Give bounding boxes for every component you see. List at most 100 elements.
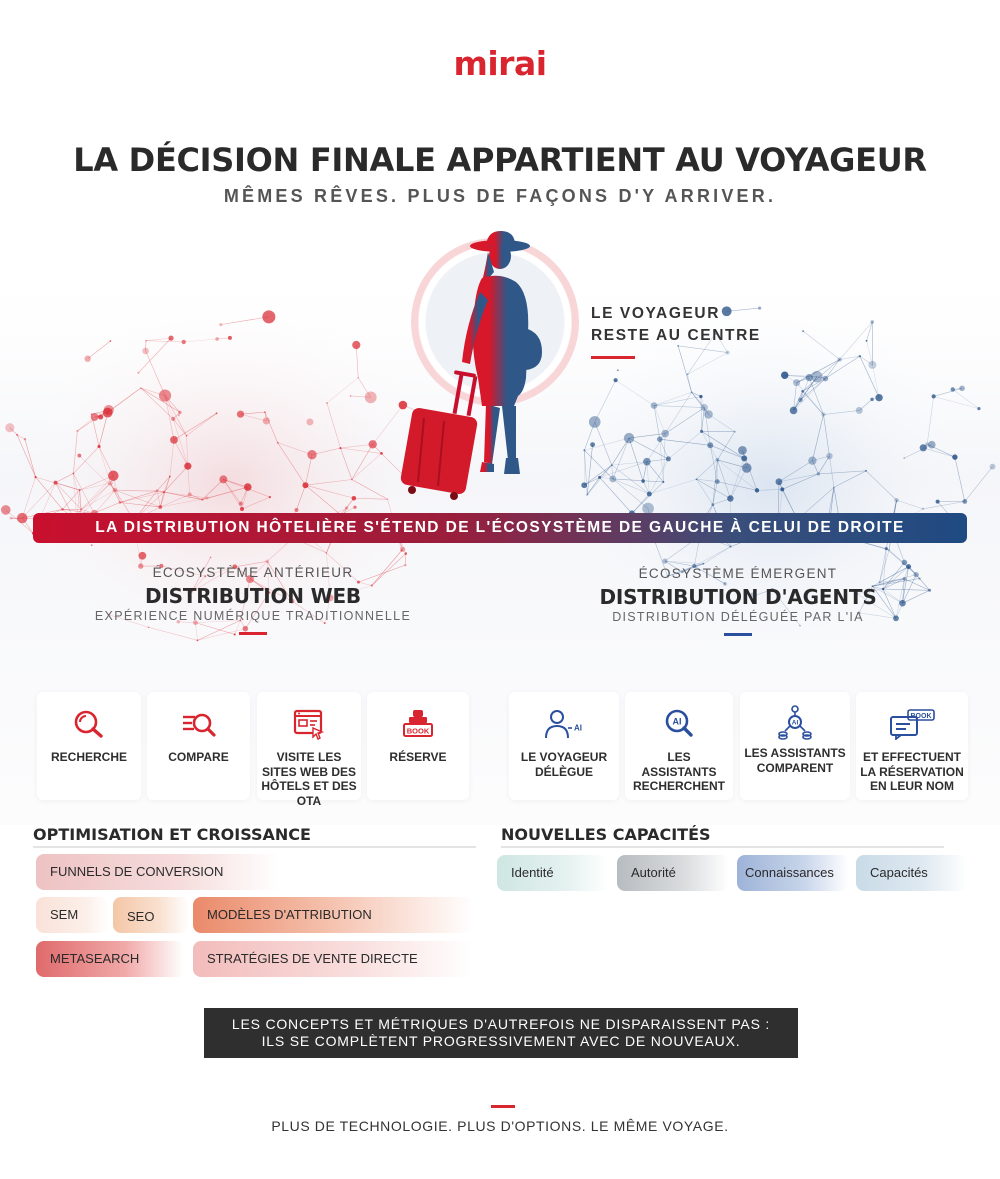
network-link bbox=[305, 484, 354, 499]
network-node bbox=[721, 306, 732, 317]
network-link bbox=[701, 431, 745, 459]
network-node bbox=[893, 615, 899, 622]
network-link bbox=[16, 434, 26, 440]
network-link bbox=[800, 376, 818, 401]
network-link bbox=[178, 412, 181, 416]
network-link bbox=[79, 475, 114, 491]
network-link bbox=[872, 586, 897, 619]
network-link bbox=[145, 337, 172, 342]
network-link bbox=[882, 588, 930, 591]
network-link bbox=[305, 454, 313, 486]
ecosystem-left-kicker: ÉCOSYSTÈME ANTÉRIEUR bbox=[152, 565, 354, 580]
network-link bbox=[904, 444, 932, 459]
network-link bbox=[264, 412, 278, 443]
network-node bbox=[714, 479, 720, 485]
network-link bbox=[904, 578, 930, 591]
compare-search-icon bbox=[182, 713, 216, 737]
network-link bbox=[664, 560, 683, 573]
optimisation-heading: OPTIMISATION ET CROISSANCE bbox=[33, 825, 311, 844]
network-link bbox=[73, 473, 95, 514]
network-node bbox=[398, 400, 408, 410]
network-link bbox=[55, 482, 82, 510]
network-link bbox=[223, 479, 242, 504]
network-node bbox=[935, 499, 940, 504]
network-link bbox=[611, 437, 630, 466]
network-node bbox=[855, 406, 863, 414]
network-node bbox=[888, 549, 890, 551]
network-node bbox=[865, 339, 868, 342]
network-node bbox=[53, 480, 58, 485]
network-link bbox=[879, 578, 905, 583]
network-node bbox=[302, 482, 309, 489]
network-node bbox=[168, 335, 174, 341]
network-link bbox=[922, 501, 965, 510]
network-link bbox=[197, 628, 246, 641]
network-link bbox=[886, 548, 917, 575]
network-link bbox=[730, 467, 748, 499]
network-node bbox=[352, 340, 361, 350]
network-link bbox=[266, 561, 270, 593]
network-link bbox=[800, 378, 826, 401]
network-node bbox=[264, 411, 266, 413]
network-link bbox=[612, 478, 650, 495]
network-link bbox=[163, 491, 203, 500]
network-link bbox=[882, 562, 905, 590]
network-node bbox=[227, 335, 232, 340]
network-node bbox=[665, 456, 671, 462]
network-link bbox=[859, 356, 880, 398]
network-link bbox=[872, 364, 880, 398]
network-link bbox=[330, 585, 372, 599]
network-link bbox=[872, 566, 909, 587]
network-node bbox=[325, 552, 328, 554]
network-link bbox=[220, 316, 269, 325]
network-link bbox=[717, 459, 747, 469]
network-node bbox=[725, 350, 730, 355]
pill-autorite: Autorité bbox=[617, 855, 729, 891]
network-node bbox=[357, 376, 359, 379]
network-link bbox=[964, 466, 993, 502]
network-link bbox=[164, 395, 187, 436]
network-node bbox=[158, 389, 172, 402]
capacites-rule bbox=[501, 846, 944, 848]
network-link bbox=[694, 565, 726, 585]
traveler-caption: LE VOYAGEUR RESTE AU CENTRE bbox=[591, 303, 761, 347]
ai-search-text: AI bbox=[673, 717, 682, 727]
network-link bbox=[351, 453, 382, 480]
network-node bbox=[112, 487, 118, 493]
network-node bbox=[713, 331, 718, 335]
network-node bbox=[770, 587, 774, 591]
network-link bbox=[114, 489, 164, 493]
network-link bbox=[825, 359, 840, 379]
network-link bbox=[584, 421, 596, 451]
network-node bbox=[9, 516, 13, 520]
ai-search-icon: AI bbox=[665, 709, 693, 737]
network-link bbox=[351, 444, 373, 480]
network-link bbox=[202, 486, 248, 500]
network-link bbox=[594, 380, 616, 423]
network-node bbox=[913, 571, 919, 578]
network-node bbox=[650, 402, 658, 409]
network-node bbox=[107, 613, 110, 616]
network-node bbox=[5, 423, 15, 433]
network-node bbox=[345, 506, 349, 510]
network-link bbox=[667, 565, 695, 577]
network-link bbox=[161, 565, 206, 577]
step-label: COMPARE bbox=[168, 750, 229, 764]
network-link bbox=[872, 574, 917, 587]
network-node bbox=[811, 370, 823, 383]
network-node bbox=[610, 464, 613, 467]
network-link bbox=[696, 479, 714, 505]
network-link bbox=[664, 392, 692, 434]
network-link bbox=[793, 378, 826, 411]
network-node bbox=[925, 442, 930, 447]
network-link bbox=[823, 414, 830, 457]
network-node bbox=[201, 498, 204, 501]
network-node bbox=[656, 436, 663, 442]
network-link bbox=[715, 332, 728, 353]
network-node bbox=[919, 444, 927, 452]
network-node bbox=[798, 397, 803, 403]
network-link bbox=[859, 399, 873, 411]
network-node bbox=[902, 576, 907, 581]
network-node bbox=[741, 455, 748, 462]
network-node bbox=[262, 310, 276, 324]
